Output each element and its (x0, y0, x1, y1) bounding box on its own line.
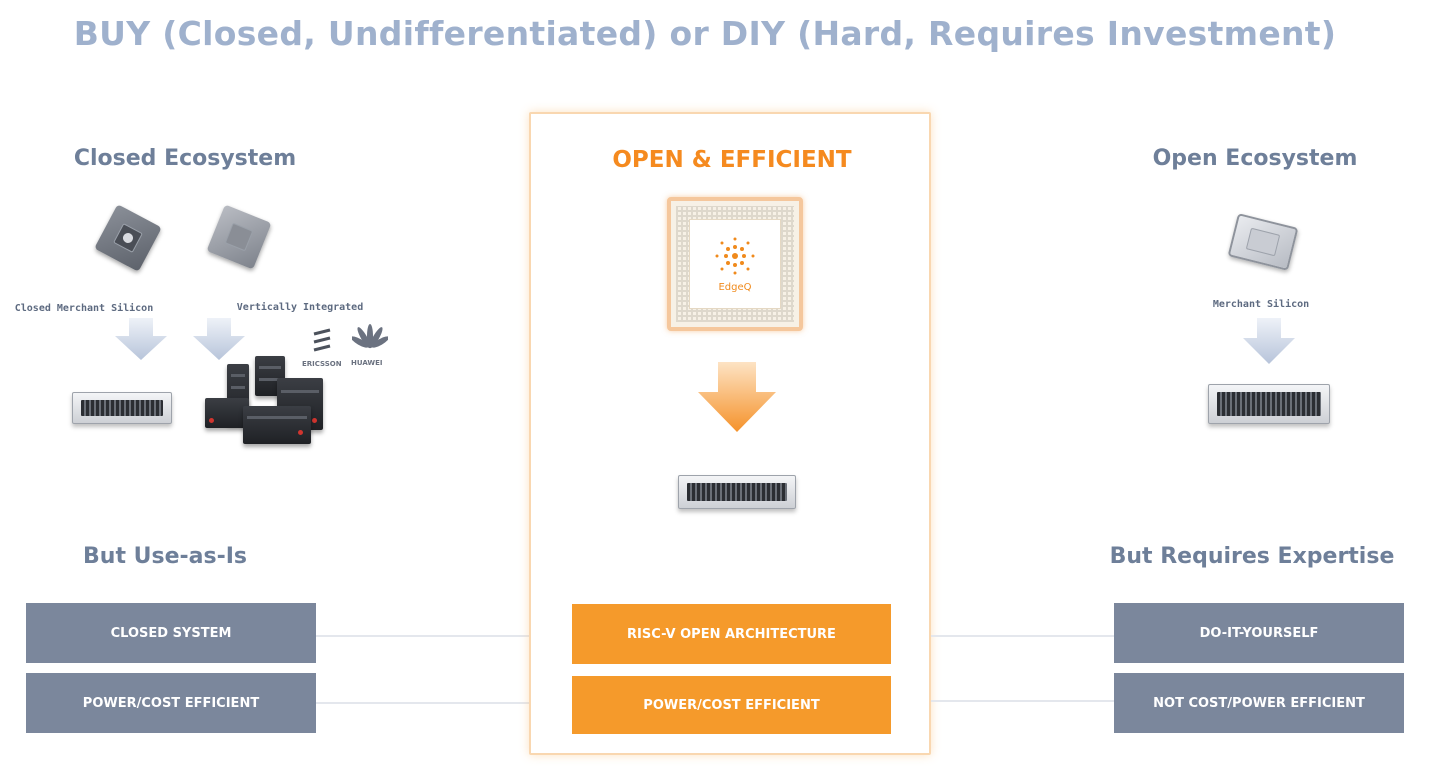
do-it-yourself-box: DO-IT-YOURSELF (1114, 603, 1404, 663)
edgeq-brand-label: EdgeQ (718, 281, 752, 293)
vertical-chip-icon (206, 204, 272, 270)
server-rack-icon (205, 356, 325, 448)
connector-line (931, 700, 1114, 702)
server-icon (1208, 384, 1330, 424)
huawei-logo-icon (352, 324, 388, 349)
merchant-silicon-label: Merchant Silicon (1212, 299, 1310, 310)
requires-expertise-heading: But Requires Expertise (1109, 544, 1395, 569)
use-as-is-heading: But Use-as-Is (83, 544, 247, 569)
vertically-integrated-label: Vertically Integrated (236, 302, 364, 313)
connector-line (316, 635, 529, 637)
server-icon (678, 475, 796, 509)
connector-line (316, 702, 529, 704)
risc-v-box: RISC-V OPEN ARCHITECTURE (572, 604, 891, 664)
edgeq-chip-icon: EdgeQ (667, 197, 803, 331)
closed-system-box: CLOSED SYSTEM (26, 603, 316, 663)
left-power-cost-box: POWER/COST EFFICIENT (26, 673, 316, 733)
ericsson-logo-icon (313, 328, 331, 352)
open-ecosystem-heading: Open Ecosystem (1152, 146, 1358, 171)
closed-merchant-silicon-label: Closed Merchant Silicon (14, 303, 154, 314)
cpu-icon (1227, 213, 1299, 271)
center-power-cost-box: POWER/COST EFFICIENT (572, 676, 891, 734)
server-icon (72, 392, 172, 424)
closed-ecosystem-heading: Closed Ecosystem (73, 146, 297, 171)
down-arrow-icon (698, 362, 776, 432)
page-title: BUY (Closed, Undifferentiated) or DIY (H… (73, 14, 1337, 53)
down-arrow-icon (193, 318, 245, 360)
closed-merchant-chip-icon (94, 204, 162, 272)
open-efficient-heading: OPEN & EFFICIENT (612, 147, 852, 173)
down-arrow-icon (115, 318, 167, 360)
down-arrow-icon (1243, 318, 1295, 364)
huawei-label: HUAWEI (351, 359, 383, 367)
ericsson-label: ERICSSON (302, 360, 342, 368)
not-cost-power-box: NOT COST/POWER EFFICIENT (1114, 673, 1404, 733)
edgeq-logo-icon (715, 237, 755, 274)
connector-line (931, 635, 1114, 637)
